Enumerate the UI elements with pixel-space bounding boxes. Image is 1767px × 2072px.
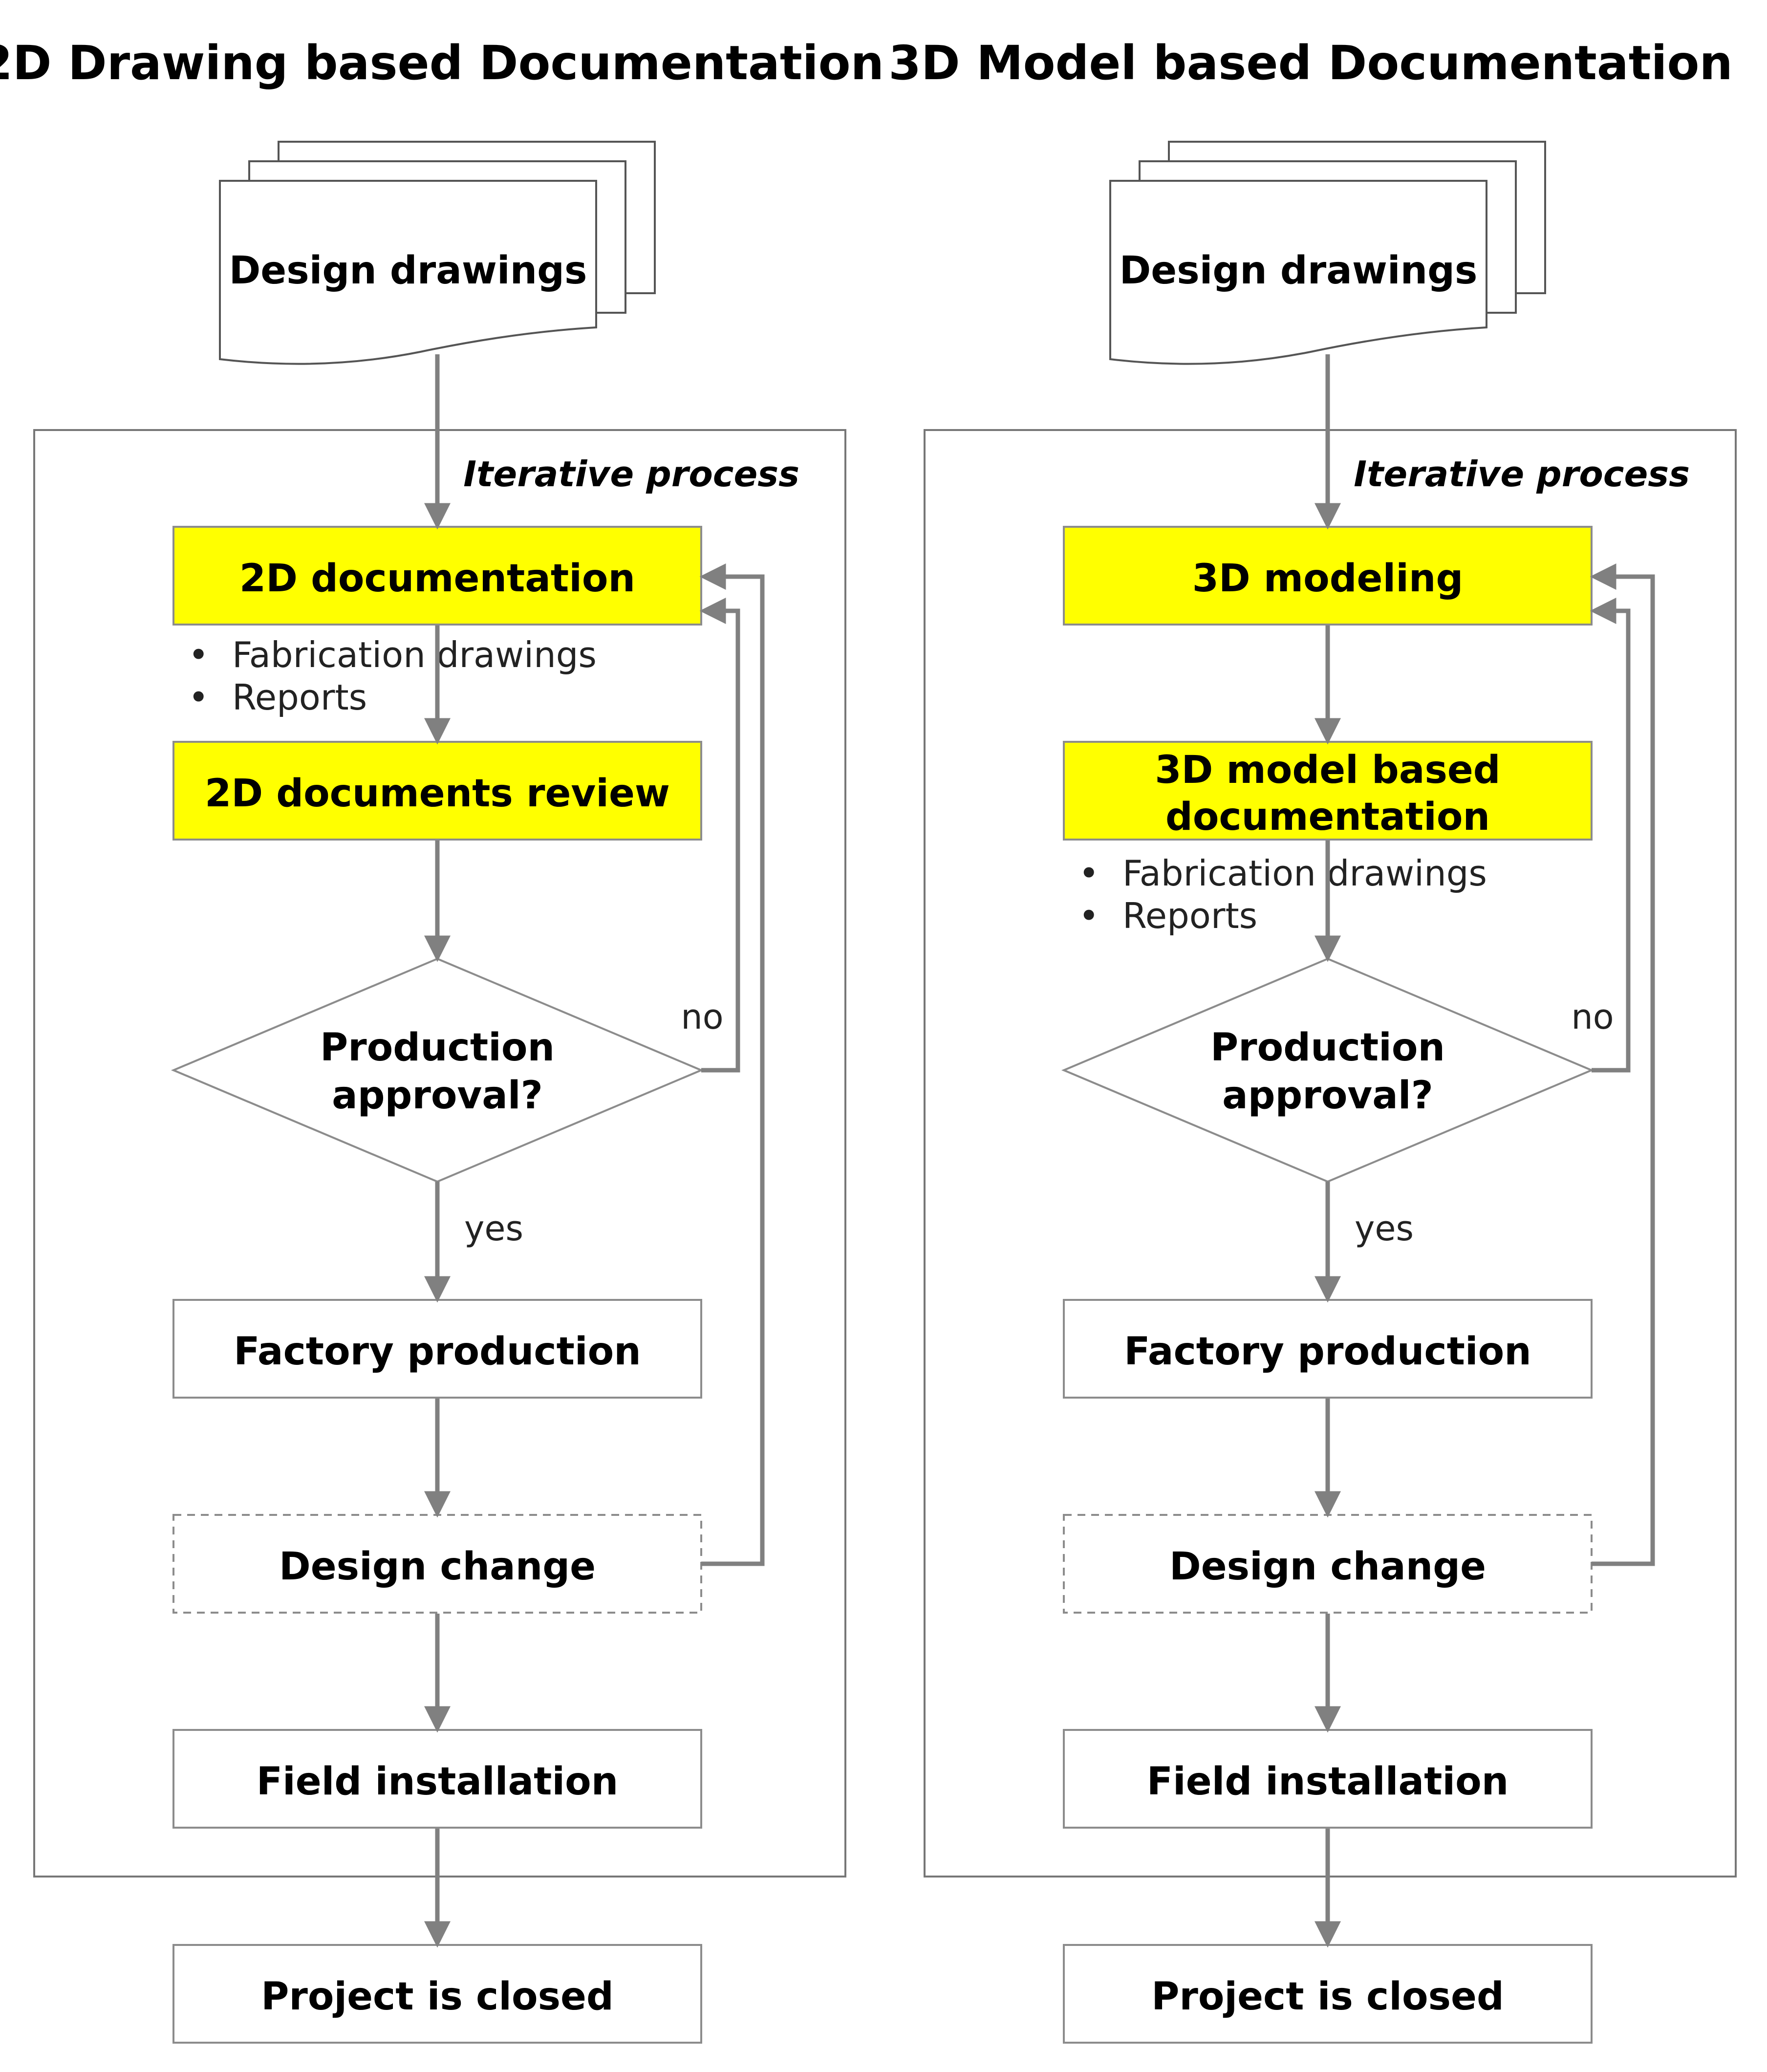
- no-label: no: [1571, 997, 1614, 1037]
- panel-title: 2D Drawing based Documentation: [0, 36, 884, 90]
- step-2d-documents-review-label: 2D documents review: [205, 772, 670, 816]
- factory-production-label: Factory production: [1124, 1330, 1531, 1374]
- design-change-box: [172, 1514, 702, 1614]
- design-drawings-document-stack: Design drawings: [1109, 141, 1546, 365]
- decision-label-line1: Production: [320, 1026, 555, 1070]
- field-installation-label: Field installation: [1147, 1760, 1509, 1804]
- yes-label: yes: [464, 1209, 523, 1249]
- design-change-box: [1063, 1514, 1593, 1614]
- design-drawings-label: Design drawings: [229, 249, 587, 293]
- bullet-reports: Reports: [1122, 895, 1257, 936]
- step1-bullet-list: • Fabrication drawings • Reports: [188, 634, 597, 718]
- step-3d-model-documentation-line1: 3D model based: [1155, 748, 1500, 792]
- decision-label-line2: approval?: [332, 1074, 543, 1118]
- factory-production-box: [172, 1299, 702, 1399]
- no-label: no: [681, 997, 723, 1037]
- field-installation-label: Field installation: [257, 1760, 619, 1804]
- project-closed-box: [1063, 1944, 1593, 2044]
- step-3d-modeling-label: 3D modeling: [1192, 557, 1464, 601]
- yes-label: yes: [1355, 1209, 1414, 1249]
- bullet-dot: •: [1078, 895, 1099, 936]
- project-closed-box: [172, 1944, 702, 2044]
- project-closed-label: Project is closed: [1151, 1975, 1504, 2019]
- decision-label-line1: Production: [1210, 1026, 1445, 1070]
- project-closed-label: Project is closed: [261, 1975, 614, 2019]
- panel-3d-model-documentation: 3D Model based Documentation Design draw…: [888, 36, 1737, 2044]
- bullet-dot: •: [188, 677, 209, 718]
- arrow-design-change-loop: [1590, 563, 1655, 1566]
- decision-label-line2: approval?: [1222, 1074, 1433, 1118]
- bullet-dot: •: [188, 634, 209, 675]
- field-installation-box: [1063, 1729, 1593, 1829]
- bullet-dot: •: [1078, 853, 1099, 894]
- factory-production-box: [1063, 1299, 1593, 1399]
- step-2d-documentation-box: [172, 526, 702, 626]
- arrow-decision-no-loop: [699, 598, 740, 1073]
- step-2d-documentation-label: 2D documentation: [239, 557, 635, 601]
- panel-title: 3D Model based Documentation: [888, 36, 1733, 90]
- design-drawings-label: Design drawings: [1120, 249, 1478, 293]
- bullet-fabrication-drawings: Fabrication drawings: [1122, 853, 1487, 894]
- step-3d-model-documentation-line2: documentation: [1165, 795, 1490, 839]
- bullet-fabrication-drawings: Fabrication drawings: [232, 634, 597, 675]
- design-drawings-document-stack: Design drawings: [219, 141, 656, 365]
- connector-arrows: [424, 354, 765, 1948]
- step2-bullet-list: • Fabrication drawings • Reports: [1078, 853, 1487, 936]
- step-2d-documents-review-box: [172, 741, 702, 841]
- panel-2d-drawing-documentation: 2D Drawing based Documentation Design dr…: [0, 36, 884, 2044]
- step-3d-modeling-box: [1063, 526, 1593, 626]
- iterative-process-label: Iterative process: [463, 453, 799, 495]
- arrow-design-change-loop: [699, 563, 765, 1566]
- iterative-process-label: Iterative process: [1354, 453, 1690, 495]
- bullet-reports: Reports: [232, 677, 367, 718]
- field-installation-box: [172, 1729, 702, 1829]
- arrow-decision-no-loop: [1590, 598, 1631, 1073]
- factory-production-label: Factory production: [234, 1330, 641, 1374]
- design-change-label: Design change: [279, 1545, 596, 1589]
- connector-arrows: [1314, 354, 1655, 1948]
- design-change-label: Design change: [1169, 1545, 1486, 1589]
